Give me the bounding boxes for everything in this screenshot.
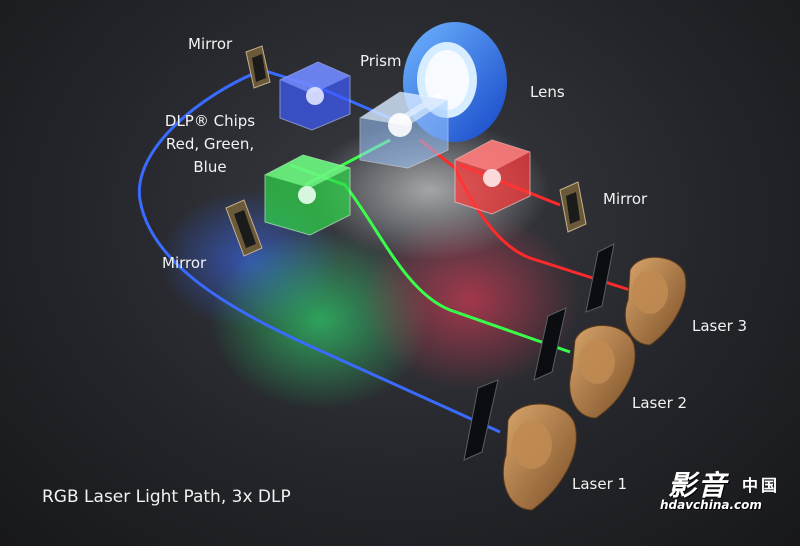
label-dlp-line2: Red, Green, — [150, 133, 270, 156]
laser-2-icon — [570, 325, 635, 418]
label-laser-2: Laser 2 — [632, 393, 687, 413]
label-mirror-right: Mirror — [603, 189, 647, 209]
label-lens: Lens — [530, 82, 565, 102]
label-dlp-line3: Blue — [150, 156, 270, 179]
mirror-right-icon — [560, 182, 586, 232]
label-dlp-line1: DLP® Chips — [150, 110, 270, 133]
label-mirror-left: Mirror — [162, 253, 206, 273]
label-mirror-top: Mirror — [188, 34, 232, 54]
label-laser-3: Laser 3 — [692, 316, 747, 336]
laser-3-icon — [625, 257, 686, 345]
dlp-chip-blue-icon — [280, 62, 350, 130]
label-dlp-chips: DLP® Chips Red, Green, Blue — [150, 110, 270, 179]
watermark-url: hdavchina.com — [660, 498, 762, 512]
mirror-top-icon — [246, 46, 270, 88]
filter-1 — [464, 380, 498, 460]
label-laser-1: Laser 1 — [572, 474, 627, 494]
diagram-caption: RGB Laser Light Path, 3x DLP — [42, 487, 291, 507]
laser-1-icon — [503, 404, 576, 510]
watermark-logo: 影音 中国 hdavchina.com — [660, 464, 800, 526]
watermark-cn-sub: 中国 — [742, 472, 780, 496]
label-prism: Prism — [360, 51, 402, 71]
